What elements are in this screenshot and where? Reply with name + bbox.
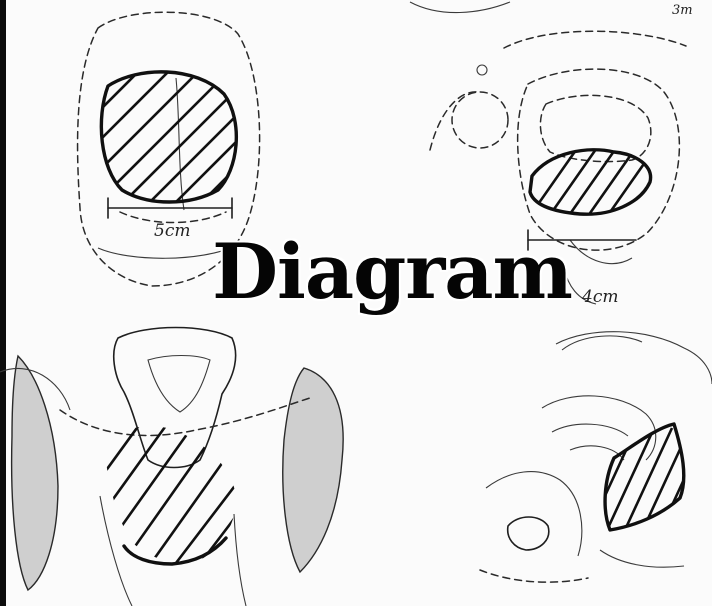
- right-iliac-wing: [283, 368, 343, 572]
- diagram-title: Diagram: [212, 226, 572, 318]
- lesion-hatching-sagittal: [580, 420, 704, 566]
- outer-arc-top: [504, 31, 686, 48]
- bladder-inner: [552, 424, 628, 436]
- small-circle-marker: [477, 65, 487, 75]
- scale-label-5cm: 5cm: [154, 221, 190, 241]
- bottom-left-sketch: [0, 320, 380, 606]
- pelvic-brim-dashed: [60, 398, 310, 435]
- left-iliac-wing: [12, 356, 58, 590]
- lesion-outline-sagittal: [605, 424, 684, 530]
- lower-right-contour: [600, 550, 684, 567]
- upper-contour-inner: [562, 336, 642, 350]
- right-lower-contour: [234, 514, 246, 606]
- bladder-outline: [542, 396, 656, 460]
- sacrum-outline: [114, 328, 236, 468]
- top-edge-contour: [410, 2, 510, 13]
- bottom-right-sketch: [470, 320, 712, 606]
- rectum-outline: [508, 517, 549, 550]
- sacral-canal: [148, 356, 210, 413]
- scale-label-4cm: 4cm: [581, 287, 618, 307]
- lateral-arc: [430, 92, 478, 150]
- lower-curve: [570, 240, 632, 264]
- pelvic-floor-contour: [486, 472, 582, 556]
- corner-mark-3m: 3m: [672, 3, 693, 18]
- lower-dashed: [480, 570, 588, 582]
- tumor-hatching: [70, 410, 274, 596]
- left-circle-dashed: [452, 92, 508, 148]
